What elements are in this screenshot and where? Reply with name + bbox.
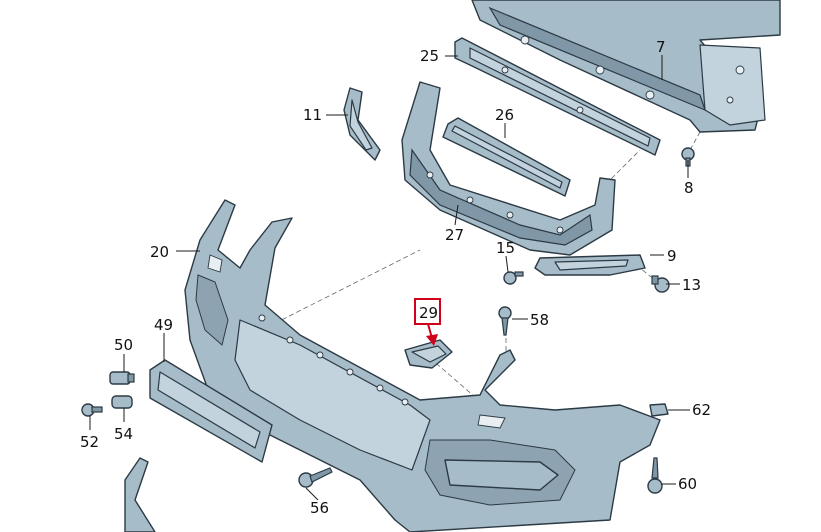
lower-trim-strip (124, 457, 156, 532)
callout-9: 9 (667, 247, 677, 265)
screw-58-icon (498, 306, 512, 336)
highlighted-callout-29[interactable]: 29 (414, 298, 441, 346)
callout-60: 60 (678, 475, 697, 493)
callout-29: 29 (419, 304, 438, 322)
callout-11: 11 (303, 106, 322, 124)
nut-54-icon (111, 395, 133, 409)
part-7-carrier (471, 0, 781, 133)
screw-52-icon (81, 403, 103, 417)
screw-15-icon (503, 271, 524, 285)
arrow-head-icon (426, 334, 438, 346)
part-29-tow-cap (404, 339, 453, 369)
callout-13: 13 (682, 276, 701, 294)
clip-62-icon (649, 403, 669, 417)
highlight-box[interactable] (414, 298, 441, 325)
part-26-bar (442, 117, 571, 197)
callout-56: 56 (310, 499, 329, 517)
part-27-absorber (401, 81, 616, 256)
callout-8: 8 (684, 179, 694, 197)
callout-7: 7 (656, 38, 666, 56)
part-9-bracket (534, 254, 646, 276)
callout-49: 49 (154, 316, 173, 334)
leader-lines (89, 55, 690, 501)
callout-25: 25 (420, 47, 439, 65)
screw-56-icon (298, 467, 333, 488)
part-25-guide (454, 37, 661, 156)
callout-15: 15 (496, 239, 515, 257)
screw-13-icon (651, 275, 670, 293)
callout-labels: 7 8 9 13 15 25 26 27 11 20 49 50 52 54 5… (80, 38, 711, 517)
callout-62: 62 (692, 401, 711, 419)
fasteners (81, 147, 695, 494)
clip-50-icon (109, 371, 135, 385)
callout-58: 58 (530, 311, 549, 329)
part-49-plate-bracket (149, 359, 273, 463)
callout-50: 50 (114, 336, 133, 354)
callout-54: 54 (114, 425, 133, 443)
screw-60-icon (647, 457, 663, 494)
callout-27: 27 (445, 226, 464, 244)
callout-52: 52 (80, 433, 99, 451)
part-11-bracket (343, 87, 381, 161)
part-20-bumper-cover (184, 199, 661, 532)
callout-26: 26 (495, 106, 514, 124)
callout-20: 20 (150, 243, 169, 261)
